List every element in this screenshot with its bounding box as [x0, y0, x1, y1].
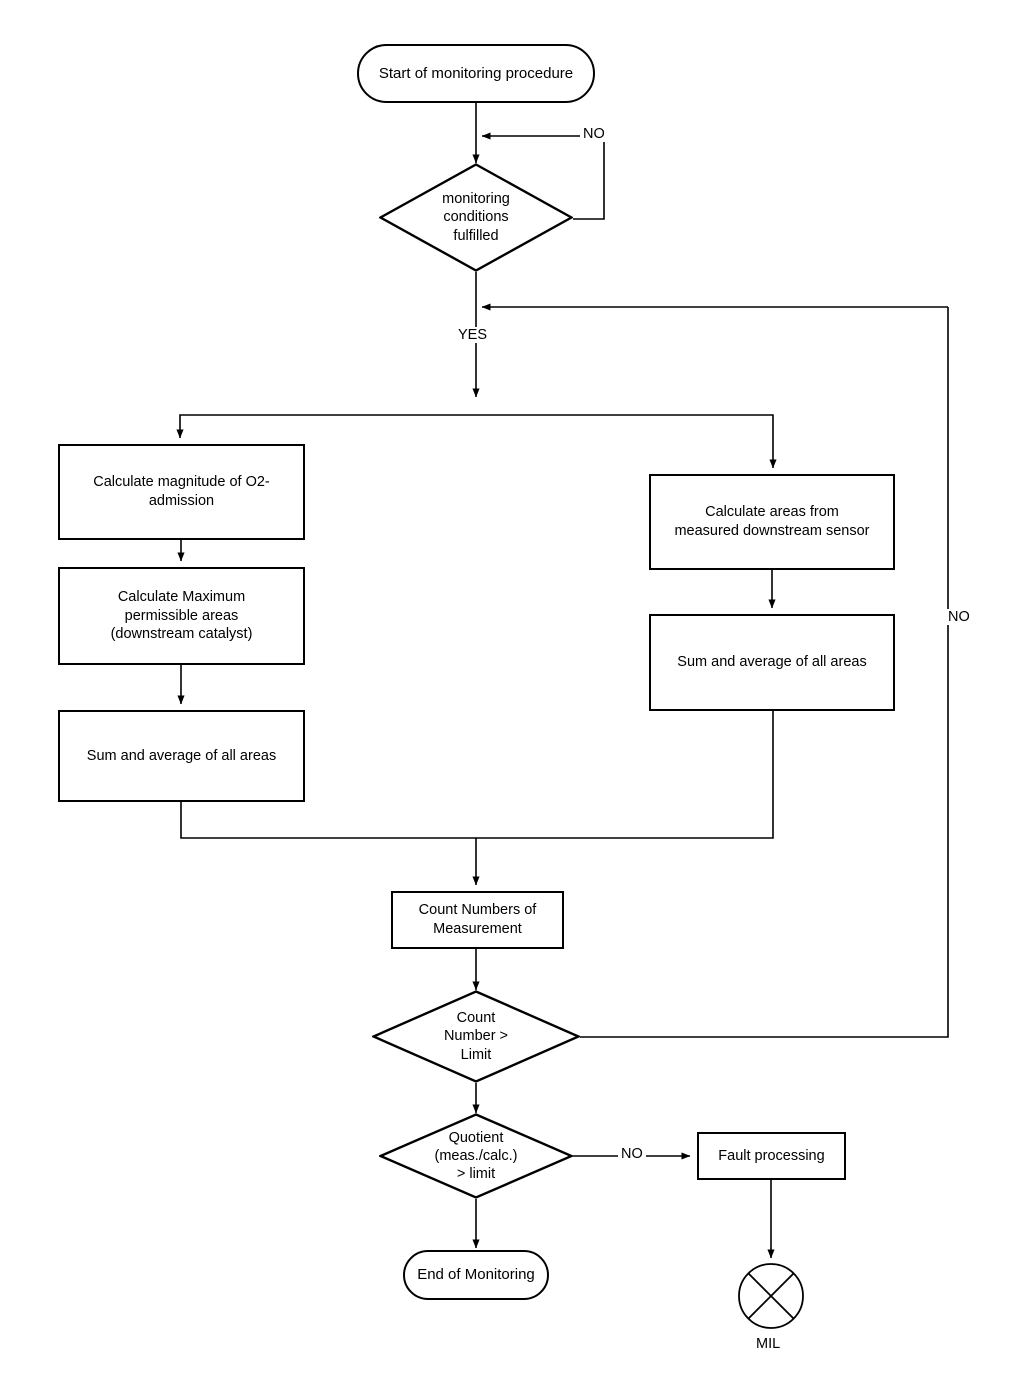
node-quotient-limit-line1: Quotient [448, 1129, 504, 1146]
node-calculate-max-permissible-areas-line1: Calculate Maximum [117, 589, 246, 606]
node-calculate-o2-admission-line1: Calculate magnitude of O2- [93, 474, 270, 491]
node-monitoring-conditions[interactable]: monitoring conditions fulfilled [379, 163, 573, 272]
node-calculate-o2-admission-line2: admission [148, 493, 215, 509]
edge-label-no-count-loop: NO [945, 609, 973, 625]
node-monitoring-conditions-line2: conditions [443, 209, 509, 226]
node-sum-average-left[interactable]: Sum and average of all areas [58, 710, 305, 802]
mil-lamp-icon [738, 1263, 804, 1329]
edge-label-yes-conditions: YES [455, 327, 491, 343]
edge-label-no-quotient: NO [618, 1146, 646, 1162]
node-end-of-monitoring[interactable]: End of Monitoring [403, 1250, 549, 1300]
node-quotient-limit-line2: (meas./calc.) [434, 1147, 518, 1164]
node-end-of-monitoring-label: End of Monitoring [417, 1266, 535, 1284]
node-fault-processing-label: Fault processing [718, 1147, 825, 1164]
node-quotient-limit[interactable]: Quotient (meas./calc.) > limit [379, 1113, 573, 1199]
node-start-label: Start of monitoring procedure [378, 64, 574, 82]
node-monitoring-conditions-line3: fulfilled [453, 227, 499, 244]
node-calculate-max-permissible-areas-line3: (downstream catalyst) [110, 626, 253, 643]
node-count-numbers-of-measurement[interactable]: Count Numbers of Measurement [391, 891, 564, 949]
node-calculate-max-permissible-areas-line2: permissible areas [124, 607, 239, 624]
node-sum-average-right-label: Sum and average of all areas [677, 654, 867, 671]
node-quotient-limit-line3: > limit [456, 1166, 496, 1183]
node-count-number-limit[interactable]: Count Number > Limit [372, 990, 580, 1083]
node-count-number-limit-line2: Number > [443, 1028, 509, 1045]
node-count-number-limit-line1: Count [456, 1010, 496, 1027]
node-count-numbers-line1: Count Numbers of [418, 902, 537, 919]
node-monitoring-conditions-line1: monitoring [442, 191, 510, 208]
node-calculate-areas-from-sensor[interactable]: Calculate areas from measured downstream… [649, 474, 895, 570]
node-mil-indicator[interactable] [737, 1262, 805, 1330]
node-calculate-max-permissible-areas[interactable]: Calculate Maximum permissible areas (dow… [58, 567, 305, 665]
node-calculate-o2-admission[interactable]: Calculate magnitude of O2- admission [58, 444, 305, 540]
diamond-shape [372, 990, 580, 1083]
diamond-shape [379, 1113, 573, 1199]
node-mil-label: MIL [756, 1336, 781, 1352]
node-fault-processing[interactable]: Fault processing [697, 1132, 846, 1180]
node-count-number-limit-line3: Limit [460, 1046, 492, 1063]
node-calculate-areas-from-sensor-line1: Calculate areas from [705, 504, 839, 521]
node-start[interactable]: Start of monitoring procedure [357, 44, 595, 103]
edge-label-no-top: NO [580, 126, 608, 142]
node-calculate-areas-from-sensor-line2: measured downstream sensor [674, 523, 870, 539]
node-sum-average-left-label: Sum and average of all areas [86, 747, 277, 764]
node-sum-average-right[interactable]: Sum and average of all areas [649, 614, 895, 711]
node-count-numbers-line2: Measurement [433, 921, 522, 937]
